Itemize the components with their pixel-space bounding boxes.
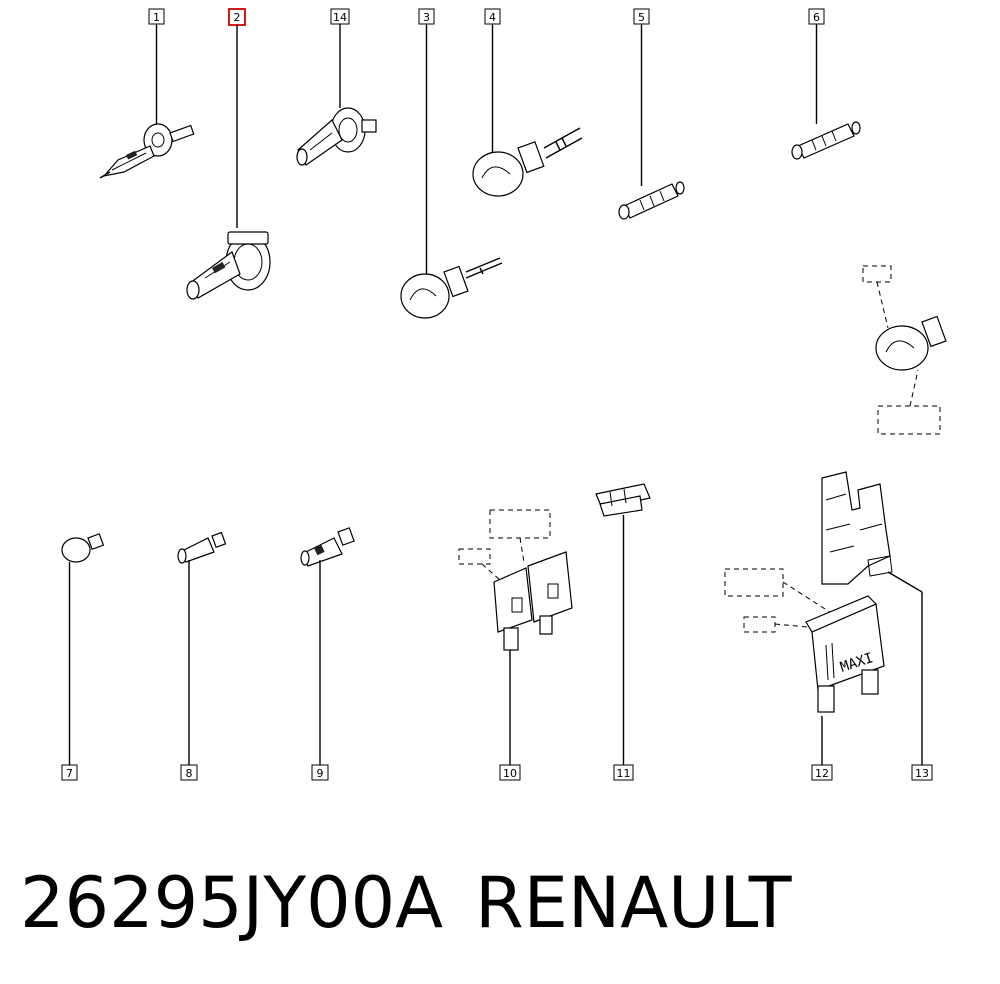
callout-8[interactable]: 8	[180, 560, 198, 781]
bayonet-bulb-9-illustration	[300, 527, 355, 567]
svg-text:1: 1	[153, 11, 160, 24]
bay15d-bulb-illustration	[472, 127, 583, 197]
ba15s-bulb-illustration	[400, 257, 503, 319]
wedge-bulb-7-illustration	[61, 533, 105, 563]
svg-text:5: 5	[638, 11, 645, 24]
callout-1[interactable]: 1	[148, 8, 165, 124]
callout-13[interactable]: 13	[887, 571, 933, 781]
callout-6[interactable]: 6	[808, 8, 825, 124]
maxi-fuse-illustration: MAXI	[724, 568, 885, 713]
callout-14[interactable]: 14	[330, 8, 350, 108]
svg-text:3: 3	[423, 11, 430, 24]
brand-name: RENAULT	[475, 862, 792, 944]
fuse-holder-illustration	[821, 471, 893, 585]
callout-9[interactable]: 9	[311, 560, 329, 781]
h7-bulb-illustration	[296, 107, 377, 166]
callout-7[interactable]: 7	[61, 562, 78, 781]
h1-bulb-illustration	[99, 123, 195, 179]
festoon-bulb-illustration	[618, 181, 685, 220]
callout-2-highlighted[interactable]: 2	[228, 8, 246, 228]
h4-bulb-illustration	[186, 231, 271, 300]
alternate-bulb-illustration	[862, 265, 947, 435]
callout-3[interactable]: 3	[418, 8, 435, 276]
svg-text:7: 7	[66, 767, 73, 780]
blade-fuses-illustration	[458, 509, 573, 651]
svg-text:6: 6	[813, 11, 820, 24]
svg-text:9: 9	[317, 767, 324, 780]
part-number: 26295JY00A	[20, 862, 443, 944]
callout-12[interactable]: 12	[811, 716, 833, 781]
svg-text:4: 4	[489, 11, 496, 24]
callout-11[interactable]: 11	[613, 515, 634, 781]
svg-text:2: 2	[234, 11, 241, 24]
fuse-clip-illustration	[595, 483, 651, 517]
svg-text:13: 13	[915, 767, 929, 780]
callout-5[interactable]: 5	[633, 8, 650, 186]
svg-text:14: 14	[333, 11, 347, 24]
svg-text:10: 10	[503, 767, 517, 780]
callout-4[interactable]: 4	[484, 8, 501, 155]
svg-text:8: 8	[186, 767, 193, 780]
festoon-long-bulb-illustration	[791, 121, 861, 160]
wedge-bulb-8-illustration	[177, 531, 227, 564]
svg-text:11: 11	[617, 767, 631, 780]
callout-10[interactable]: 10	[499, 650, 521, 781]
svg-text:12: 12	[815, 767, 829, 780]
